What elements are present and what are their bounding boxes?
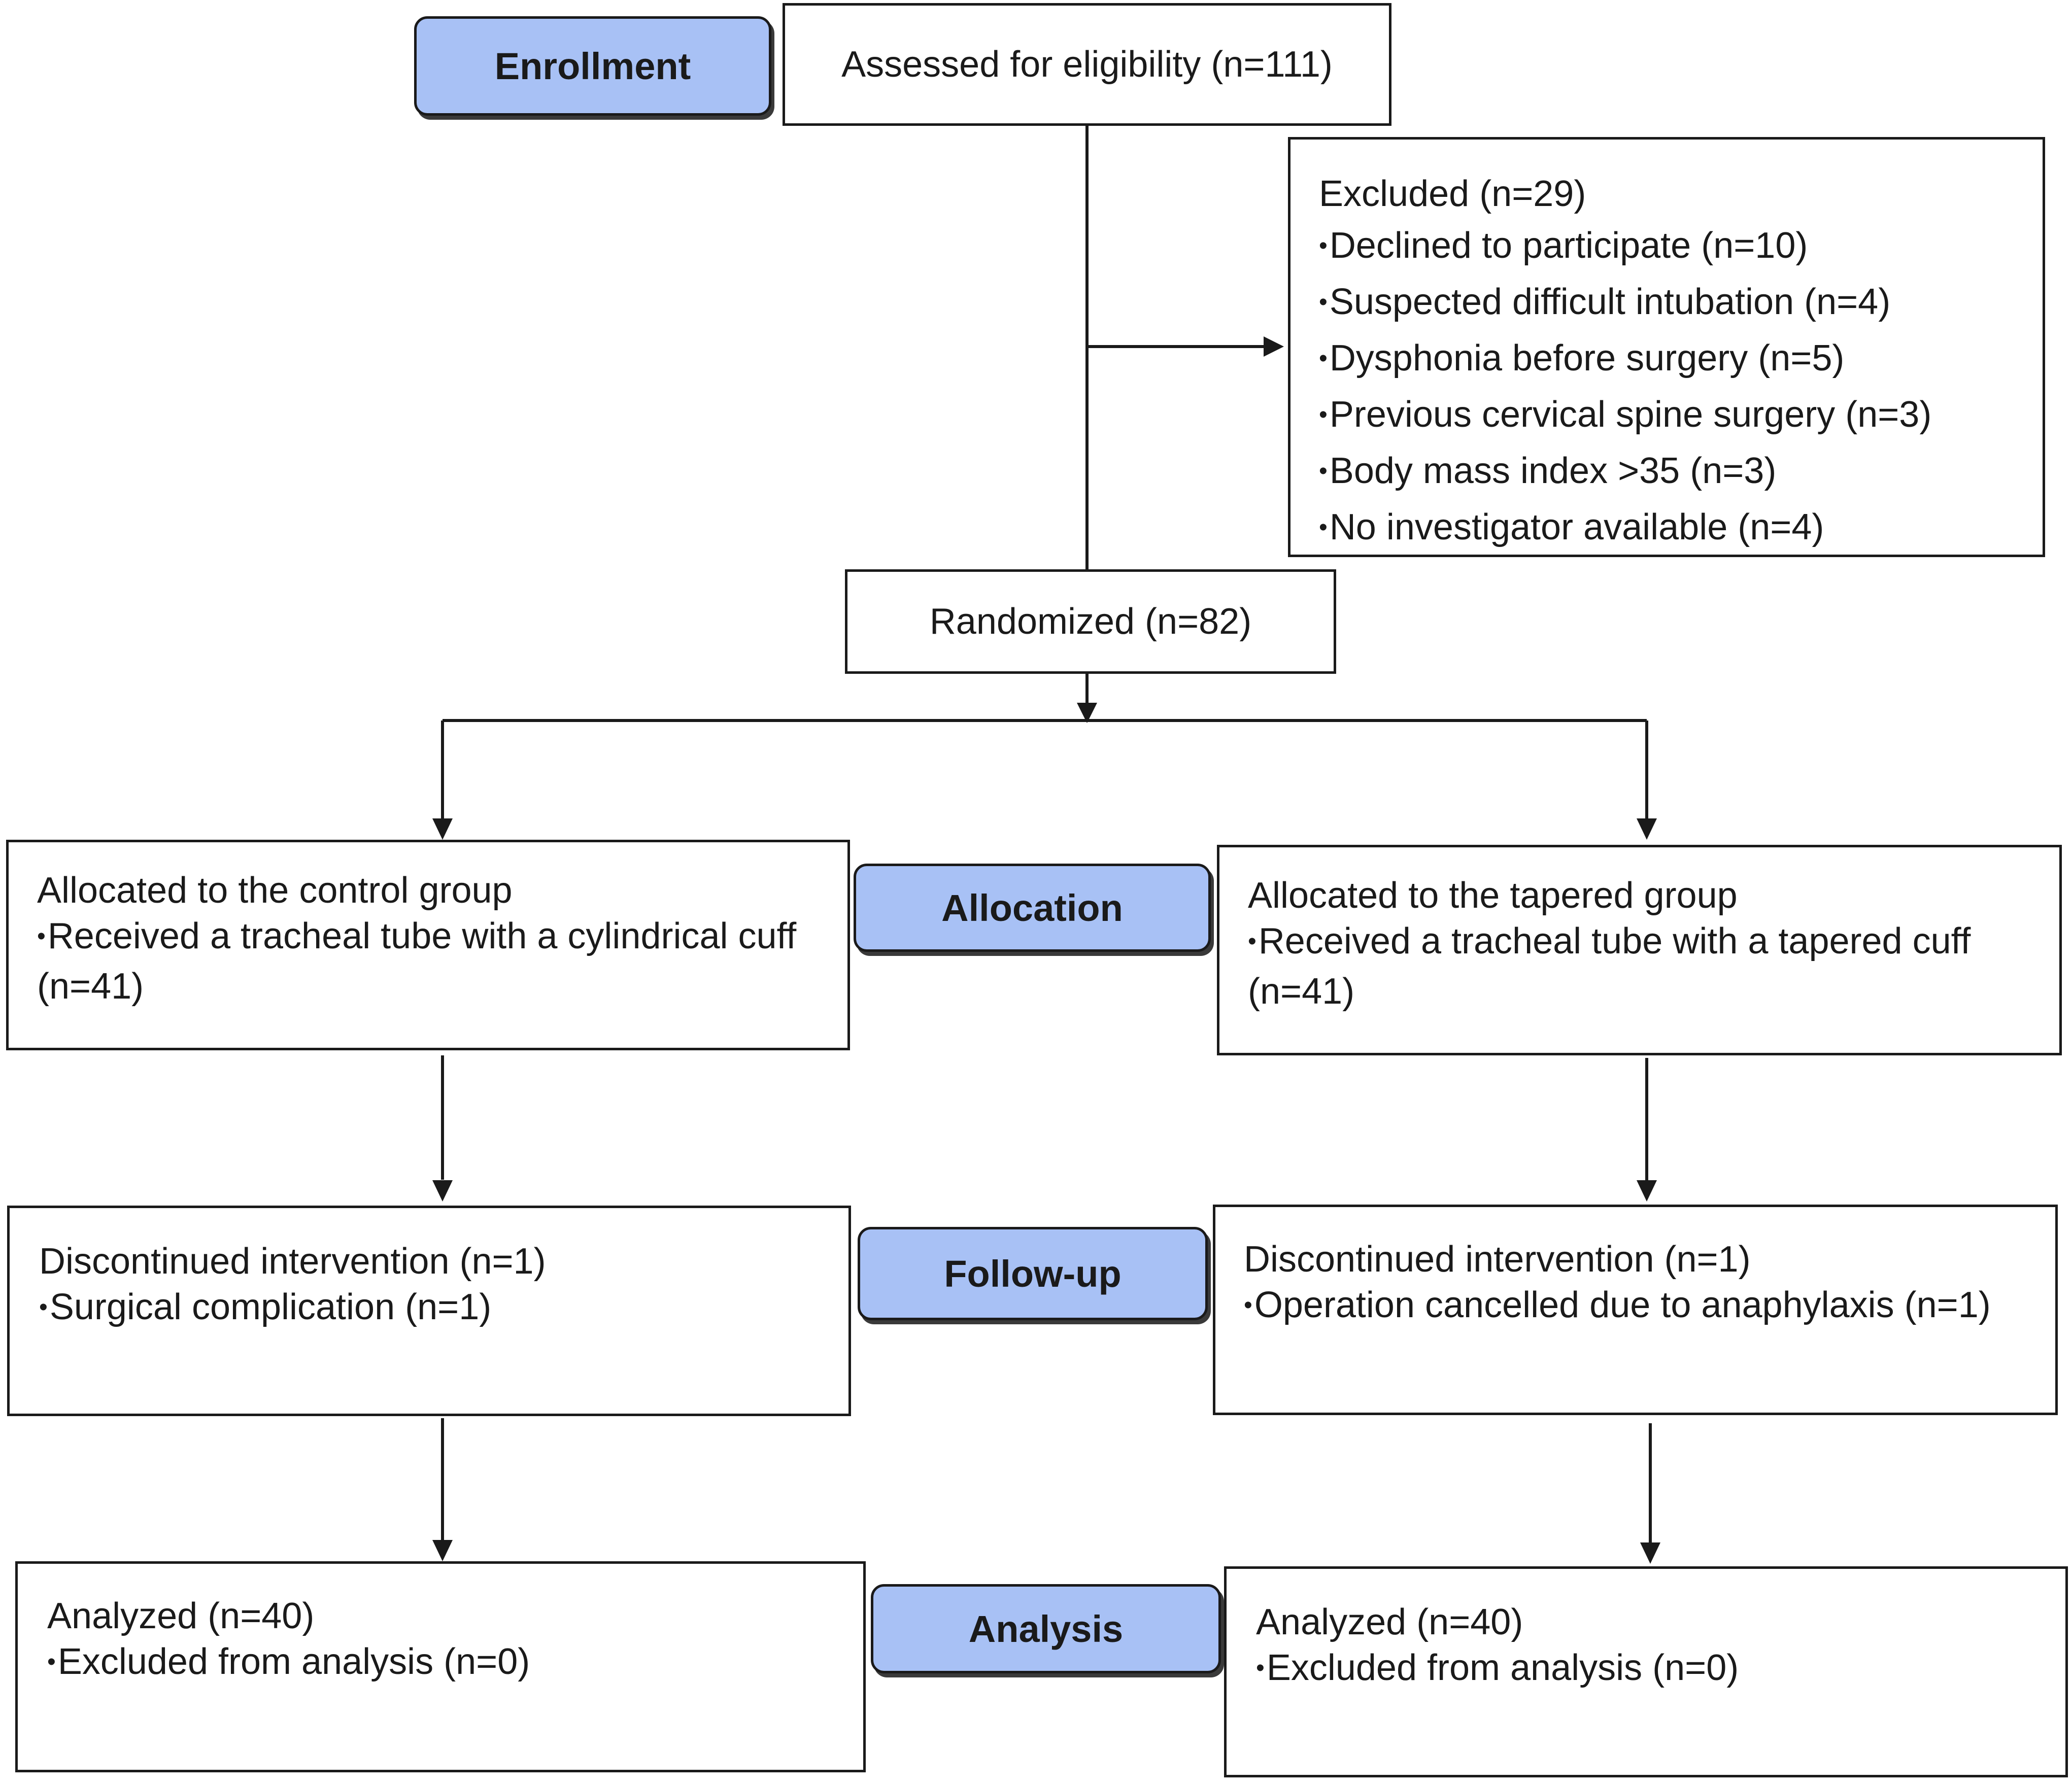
arrowhead-tapered-allocation [1637,818,1657,840]
tapered-allocation-box: Allocated to the tapered group Received … [1217,845,2062,1055]
control-analysis-title: Analyzed (n=40) [47,1596,315,1636]
control-analysis-box: Analyzed (n=40) Excluded from analysis (… [15,1561,866,1772]
excluded-reason: Previous cervical spine surgery (n=3) [1319,389,2043,445]
excluded-box: Excluded (n=29) Declined to participate … [1288,137,2045,557]
follow-up-label: Follow-up [944,1252,1122,1295]
analysis-stage-label: Analysis [871,1584,1221,1673]
randomized-box: Randomized (n=82) [845,569,1336,674]
tapered-followup-box: Discontinued intervention (n=1) Operatio… [1213,1205,2058,1415]
excluded-reason: Declined to participate (n=10) [1319,220,2043,276]
assessed-box: Assessed for eligibility (n=111) [783,3,1391,126]
tapered-analysis-detail: Excluded from analysis (n=0) [1256,1645,2065,1695]
arrowhead-control-analysis [432,1540,453,1561]
excluded-reason: No investigator available (n=4) [1319,501,2043,558]
arrowhead-excluded [1264,336,1284,357]
control-allocation-box: Allocated to the control group Received … [6,840,850,1050]
arrowhead-tapered-analysis [1640,1542,1660,1564]
allocation-stage-label: Allocation [854,864,1211,952]
analysis-label: Analysis [968,1607,1124,1650]
control-allocation-title: Allocated to the control group [37,870,513,911]
tapered-followup-title: Discontinued intervention (n=1) [1244,1239,1751,1280]
excluded-reason: Body mass index >35 (n=3) [1319,445,2043,501]
enrollment-stage-label: Enrollment [414,16,771,116]
control-followup-box: Discontinued intervention (n=1) Surgical… [7,1206,851,1416]
arrowhead-control-followup [432,1180,453,1202]
control-followup-title: Discontinued intervention (n=1) [39,1241,546,1282]
tapered-followup-detail: Operation cancelled due to anaphylaxis (… [1244,1282,2005,1332]
assessed-text: Assessed for eligibility (n=111) [841,44,1333,85]
arrowhead-control-allocation [432,818,453,840]
control-allocation-detail: Received a tracheal tube with a cylindri… [37,913,808,1009]
arrowhead-randomized-split [1077,703,1097,723]
enrollment-label: Enrollment [494,45,691,87]
arrowhead-tapered-followup [1637,1180,1657,1202]
allocation-label: Allocation [941,886,1123,929]
excluded-title: Excluded (n=29) [1319,174,1586,214]
control-analysis-detail: Excluded from analysis (n=0) [47,1639,863,1689]
tapered-analysis-box: Analyzed (n=40) Excluded from analysis (… [1224,1566,2068,1777]
control-followup-detail: Surgical complication (n=1) [39,1284,848,1334]
randomized-text: Randomized (n=82) [929,601,1252,642]
tapered-allocation-title: Allocated to the tapered group [1248,875,1738,916]
excluded-reason: Suspected difficult intubation (n=4) [1319,276,2043,332]
tapered-allocation-detail: Received a tracheal tube with a tapered … [1248,918,2029,1014]
follow-up-stage-label: Follow-up [858,1227,1208,1320]
excluded-reason: Dysphonia before surgery (n=5) [1319,332,2043,389]
tapered-analysis-title: Analyzed (n=40) [1256,1602,1523,1642]
